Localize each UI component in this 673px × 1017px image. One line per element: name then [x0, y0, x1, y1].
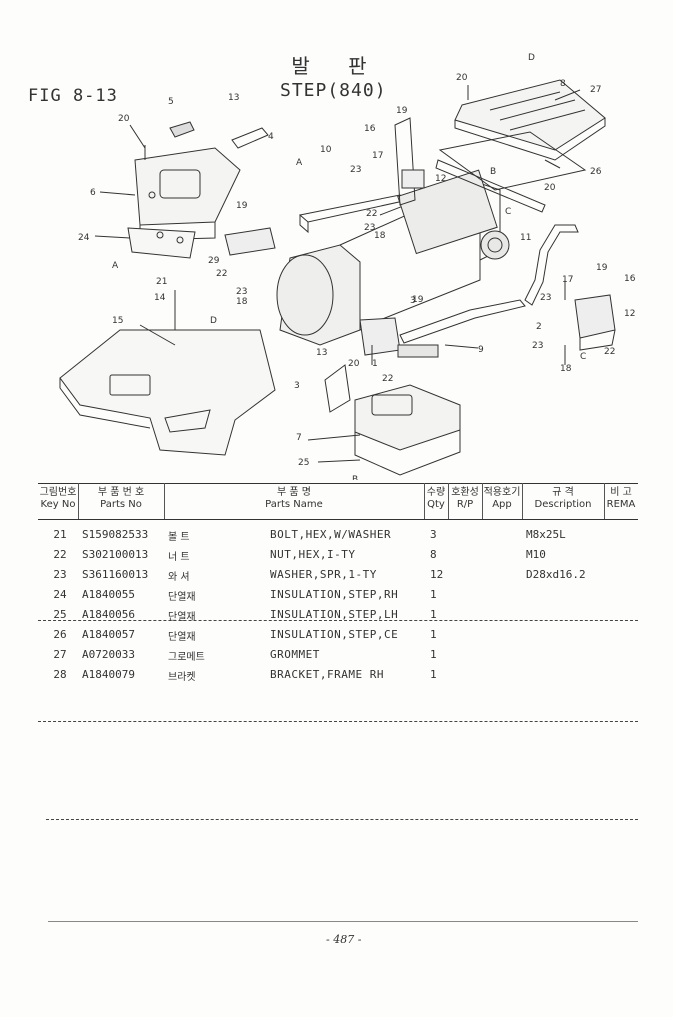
callout-label: 24: [78, 233, 90, 243]
callout-label: 20: [456, 73, 468, 83]
callout-label: C: [580, 352, 586, 362]
callout-label: 23: [364, 223, 375, 233]
table-row: 25 A1840056 단열재 INSULATION,STEP,LH 1: [53, 608, 437, 623]
callout-label: 7: [296, 433, 302, 443]
callout-label: 11: [520, 233, 531, 243]
table-row: 22 S302100013 너 트 NUT,HEX,I-TY 8 M10: [53, 548, 546, 563]
callout-label: 10: [320, 145, 332, 155]
header-remarks: 비 고 REMA: [606, 487, 636, 510]
callout-label: 6: [90, 188, 96, 198]
callout-label: 5: [168, 97, 174, 107]
callout-label: 26: [590, 167, 602, 177]
callout-label: 12: [624, 309, 635, 319]
table-row: 26 A1840057 단열재 INSULATION,STEP,CE 1: [53, 628, 437, 643]
callout-label: 16: [624, 274, 636, 284]
callout-label: 19: [396, 106, 408, 116]
callout-label: 19: [412, 295, 424, 305]
callout-label: B: [352, 475, 358, 480]
callout-label: D: [528, 53, 535, 63]
callout-label: 1: [372, 359, 378, 369]
callout-label: 22: [382, 374, 393, 384]
callout-label: 22: [216, 269, 227, 279]
callout-label: 8: [560, 79, 566, 89]
callout-label: 25: [298, 458, 309, 468]
callout-label: 13: [228, 93, 239, 103]
callout-label: 3: [294, 381, 300, 391]
title-korean: 발 판: [291, 54, 383, 78]
callout-label: 13: [316, 348, 327, 358]
callout-label: 17: [372, 151, 383, 161]
callout-label: 12: [435, 174, 446, 184]
bottom-rule: [48, 921, 638, 922]
callout-label: D: [210, 316, 217, 326]
callout-label: 17: [562, 275, 573, 285]
header-description: 규 격 Description: [534, 487, 592, 510]
callout-label: 18: [374, 231, 386, 241]
header-part-name: 부 품 명 Parts Name: [265, 487, 323, 510]
callout-label: 22: [366, 209, 377, 219]
callout-label: 21: [156, 277, 167, 287]
header-qty: 수량 Qty: [426, 487, 446, 510]
callout-label: 23: [540, 293, 551, 303]
callout-label: 15: [112, 316, 123, 326]
dashed-divider: [38, 620, 638, 621]
header-key: 그림번호 Key No: [39, 487, 77, 510]
callout-label: 23: [532, 341, 543, 351]
dashed-divider: [38, 721, 638, 722]
callout-labels: 5 13 4 20 6 24 A 19 29 22 23 18 21 14 15…: [78, 53, 636, 480]
header-rp: 호환성 R/P: [451, 487, 479, 510]
callout-label: 22: [604, 347, 615, 357]
callout-label: C: [505, 207, 511, 217]
table-row: 24 A1840055 단열재 INSULATION,STEP,RH 1: [53, 588, 437, 603]
callout-label: 20: [118, 114, 130, 124]
callout-label: 29: [208, 256, 220, 266]
callout-label: 23: [236, 287, 247, 297]
callout-label: 19: [596, 263, 608, 273]
exploded-parts-diagram: 5 13 4 20 6 24 A 19 29 22 23 18 21 14 15…: [59, 53, 636, 480]
callout-label: 19: [236, 201, 248, 211]
dashed-divider: [46, 819, 638, 820]
page-number: - 487 -: [326, 933, 362, 946]
callout-label: 20: [544, 183, 556, 193]
table-row: 28 A1840079 브라켓 BRACKET,FRAME RH 1: [53, 668, 437, 683]
callout-label: A: [112, 261, 119, 271]
header-part-no: 부 품 번 호 Parts No: [97, 487, 145, 510]
callout-label: 23: [350, 165, 361, 175]
callout-label: 18: [236, 297, 248, 307]
header-app: 적용호기 App: [483, 487, 521, 510]
table-row: 23 S361160013 와 셔 WASHER,SPR,1-TY 12 D28…: [53, 568, 586, 583]
callout-label: 9: [478, 345, 484, 355]
callout-label: 27: [590, 85, 601, 95]
table-row: 21 S159082533 볼 트 BOLT,HEX,W/WASHER 3 M8…: [53, 528, 566, 543]
callout-label: 18: [560, 364, 572, 374]
callout-label: 16: [364, 124, 376, 134]
callout-label: B: [490, 167, 496, 177]
title-english: STEP(840): [280, 80, 387, 101]
callout-label: 3: [410, 296, 416, 306]
table-row: 27 A0720033 그로메트 GROMMET 1: [53, 648, 437, 663]
callout-label: A: [296, 158, 303, 168]
callout-label: 4: [268, 132, 274, 142]
callout-label: 20: [348, 359, 360, 369]
figure-label: FIG 8-13: [28, 86, 118, 106]
callout-label: 14: [154, 293, 166, 303]
callout-label: 2: [536, 322, 542, 332]
